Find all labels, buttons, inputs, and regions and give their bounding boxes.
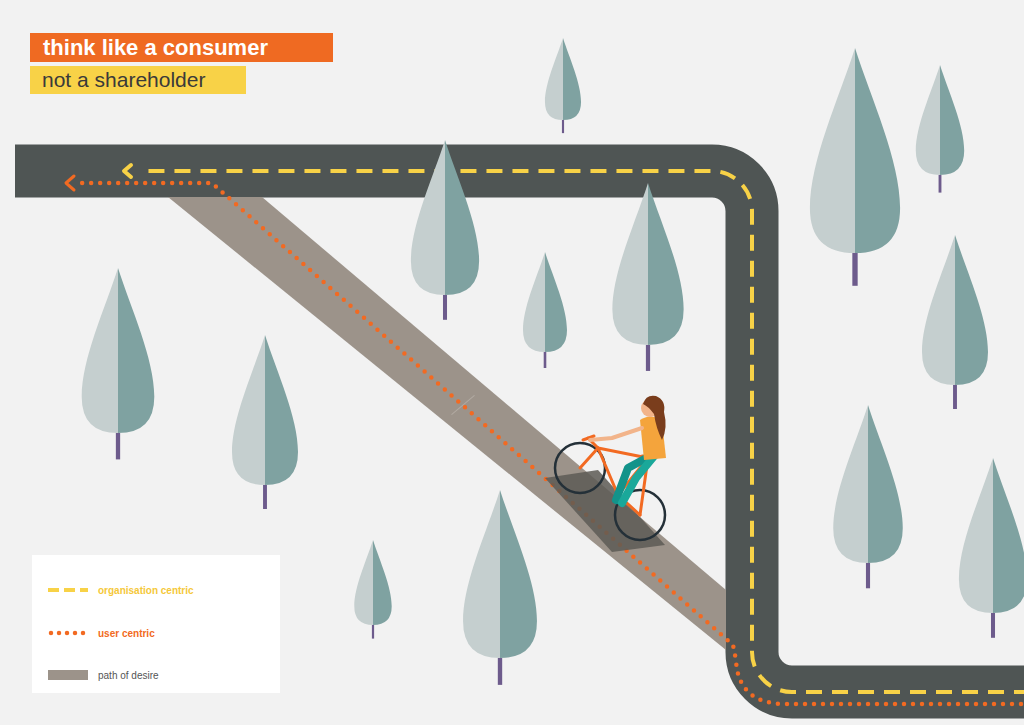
legend-line-sample <box>48 585 88 595</box>
legend-line-sample <box>48 628 88 638</box>
legend-label: organisation centric <box>98 585 194 596</box>
user-arrow <box>66 176 74 190</box>
legend-swatch <box>48 670 88 680</box>
band-text: think like a consumer <box>43 35 320 61</box>
legend-label: path of desire <box>98 670 159 681</box>
legend-item: path of desire <box>48 668 159 682</box>
legend-box <box>32 555 280 693</box>
legend-label: user centric <box>98 628 155 639</box>
title-band: not a shareholder <box>30 66 246 94</box>
legend-item: organisation centric <box>48 583 194 597</box>
legend-item: user centric <box>48 626 155 640</box>
band-text: not a shareholder <box>42 68 234 92</box>
title-band: think like a consumer <box>30 33 333 62</box>
organisation-arrow <box>124 165 131 177</box>
cyclist <box>545 396 666 552</box>
